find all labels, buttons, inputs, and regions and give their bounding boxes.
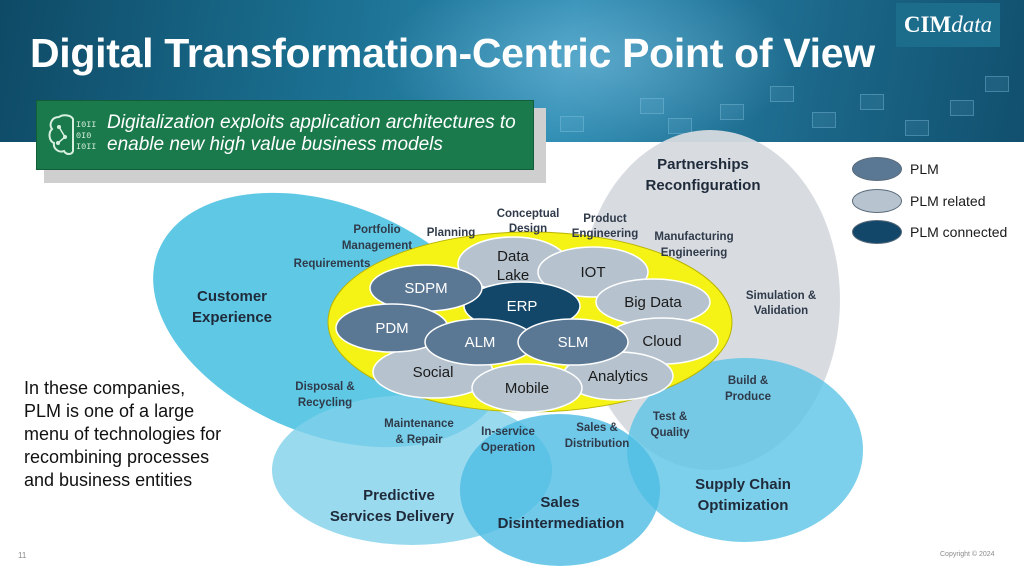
node-label-mobile: Mobile xyxy=(505,380,549,397)
svg-text:I0II: I0II xyxy=(76,142,96,152)
stage-planning: Planning xyxy=(427,227,476,239)
legend-label-plm-connected: PLM connected xyxy=(910,224,1008,240)
logo-text-light: data xyxy=(951,12,993,37)
banner-tile xyxy=(860,94,884,110)
node-label-data-lake-1: Data xyxy=(497,248,529,265)
stage-sales-dist-1: Sales & xyxy=(576,422,618,434)
brain-binary-icon: I0II 0I0 I0II xyxy=(48,114,96,155)
stage-build-2: Produce xyxy=(725,391,771,403)
node-slm xyxy=(517,318,629,366)
zone-label-predictive-2: Services Delivery xyxy=(330,508,455,525)
page-title: Digital Transformation-Centric Point of … xyxy=(30,30,875,76)
legend-item-plm-connected: PLM connected xyxy=(852,220,1024,246)
stage-test-1: Test & xyxy=(653,411,687,423)
node-label-alm: ALM xyxy=(465,334,496,351)
node-label-big-data: Big Data xyxy=(624,294,682,311)
node-label-iot: IOT xyxy=(581,264,606,281)
sales-zone xyxy=(460,414,660,566)
stage-simulation-1: Simulation & xyxy=(746,290,816,302)
stage-simulation-2: Validation xyxy=(754,305,808,317)
stage-sales-dist-2: Distribution xyxy=(565,438,630,450)
stage-portfolio-1: Portfolio xyxy=(353,224,400,236)
zone-label-partnerships-2: Reconfiguration xyxy=(646,177,761,194)
node-label-data-lake-2: Lake xyxy=(497,267,530,284)
legend-swatch-plm-connected xyxy=(852,220,902,244)
banner-tile xyxy=(905,120,929,136)
node-label-cloud: Cloud xyxy=(642,333,681,350)
node-label-social: Social xyxy=(413,364,454,381)
banner-tile xyxy=(560,116,584,132)
banner-tile xyxy=(668,118,692,134)
stage-maintenance-2: & Repair xyxy=(395,434,443,446)
stage-conceptual-1: Conceptual xyxy=(497,208,560,220)
banner-tile xyxy=(985,76,1009,92)
banner-tile xyxy=(950,100,974,116)
banner-tile xyxy=(770,86,794,102)
tagline-box: I0II 0I0 I0II Digitalization exploits ap… xyxy=(36,100,534,170)
legend-item-plm-related: PLM related xyxy=(852,189,1024,215)
supply-zone xyxy=(627,358,863,542)
legend-swatch-plm-related xyxy=(852,189,902,213)
stage-test-2: Quality xyxy=(651,427,691,439)
node-label-sdpm: SDPM xyxy=(404,280,447,297)
zone-label-sales-1: Sales xyxy=(540,494,579,511)
banner-tile xyxy=(720,104,744,120)
legend-item-plm: PLM xyxy=(852,157,1024,183)
page-number: 11 xyxy=(18,551,27,560)
zone-label-sales-2: Disintermediation xyxy=(498,515,625,532)
legend-label-plm: PLM xyxy=(910,161,939,177)
zone-label-predictive-1: Predictive xyxy=(363,487,435,504)
legend-swatch-plm xyxy=(852,157,902,181)
zone-label-customer-1: Customer xyxy=(197,288,267,305)
stage-conceptual-2: Design xyxy=(509,223,547,235)
zone-label-partnerships-1: Partnerships xyxy=(657,156,749,173)
node-label-analytics: Analytics xyxy=(588,368,648,385)
stage-product-eng-1: Product xyxy=(583,213,627,225)
node-mobile xyxy=(471,363,583,413)
banner-tile xyxy=(640,98,664,114)
node-label-slm: SLM xyxy=(558,334,589,351)
copyright-notice: Copyright © 2024 xyxy=(940,551,995,558)
zone-label-supply-1: Supply Chain xyxy=(695,476,791,493)
stage-inservice-2: Operation xyxy=(481,442,535,454)
zone-label-customer-2: Experience xyxy=(192,309,272,326)
node-label-erp: ERP xyxy=(507,298,538,315)
stage-maintenance-1: Maintenance xyxy=(384,418,454,430)
tagline-line-1: Digitalization exploits application arch… xyxy=(107,112,516,133)
stage-manufacturing-1: Manufacturing xyxy=(654,231,733,243)
left-description: In these companies, PLM is one of a larg… xyxy=(24,378,222,490)
svg-text:I0II: I0II xyxy=(76,120,96,130)
tagline-text: Digitalization exploits application arch… xyxy=(107,112,516,156)
banner-tile xyxy=(812,112,836,128)
stage-build-1: Build & xyxy=(728,375,768,387)
legend-label-plm-related: PLM related xyxy=(910,193,986,209)
node-label-pdm: PDM xyxy=(375,320,408,337)
svg-text:0I0: 0I0 xyxy=(76,131,91,141)
logo-text-strong: CIM xyxy=(903,12,952,37)
stage-requirements: Requirements xyxy=(294,258,371,270)
zone-label-supply-2: Optimization xyxy=(698,497,789,514)
stage-portfolio-2: Management xyxy=(342,240,412,252)
stage-product-eng-2: Engineering xyxy=(572,228,638,240)
stage-disposal-1: Disposal & xyxy=(295,381,354,393)
stage-manufacturing-2: Engineering xyxy=(661,247,727,259)
tagline-line-2: enable new high value business models xyxy=(107,134,443,155)
stage-inservice-1: In-service xyxy=(481,426,535,438)
stage-disposal-2: Recycling xyxy=(298,397,352,409)
